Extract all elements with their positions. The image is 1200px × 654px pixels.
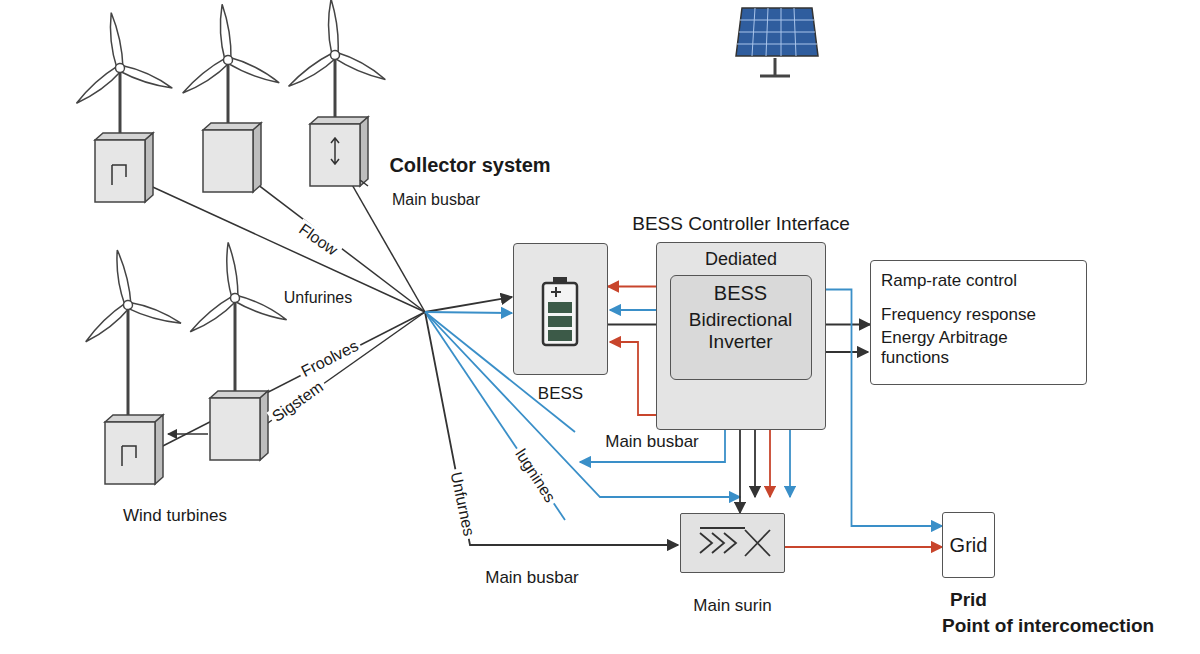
transformer-symbol bbox=[745, 530, 770, 556]
wind-turbine bbox=[334, 55, 337, 124]
node-title: Main surin bbox=[693, 596, 771, 616]
solar-panel bbox=[752, 8, 755, 56]
solar-panel bbox=[737, 8, 817, 56]
battery-icon bbox=[548, 302, 572, 313]
wind-turbine bbox=[69, 241, 184, 346]
transformer-box: Main surin bbox=[680, 513, 785, 573]
solar-panel bbox=[736, 8, 818, 56]
wind-turbine bbox=[105, 415, 163, 484]
solar-panel bbox=[760, 75, 790, 78]
node-text: Dediated bbox=[661, 249, 821, 271]
inverter-box: BESS Bidirectional Inverter bbox=[670, 275, 812, 380]
battery-icon bbox=[543, 277, 577, 345]
node-text: Prid bbox=[950, 589, 987, 612]
functions-box: Ramp-rate controlFrequency responseEnerg… bbox=[870, 260, 1087, 385]
solar-panel bbox=[739, 32, 815, 33]
bess-box: BESS bbox=[513, 243, 608, 375]
wind-turbine bbox=[227, 60, 230, 130]
battery-icon bbox=[543, 283, 577, 345]
battery-icon bbox=[548, 316, 572, 327]
wind-turbine bbox=[210, 391, 268, 460]
collector-lines bbox=[120, 155, 425, 450]
nacelle-symbol bbox=[112, 138, 368, 466]
part-label: Main busbar bbox=[389, 191, 483, 209]
node-title: BESS Controller Interface bbox=[632, 213, 850, 236]
solar-panel bbox=[740, 20, 814, 21]
part-label: Main busbar bbox=[602, 432, 702, 452]
wind-turbine bbox=[173, 0, 282, 97]
transformer-symbol bbox=[700, 528, 770, 556]
transformer-symbol bbox=[700, 527, 745, 529]
solar-panel bbox=[737, 44, 817, 45]
wind-turbine bbox=[203, 123, 261, 192]
part-label: Main busbar bbox=[482, 568, 582, 588]
line-label: Sigstem bbox=[267, 376, 330, 428]
line-label: Froolves bbox=[296, 336, 364, 383]
node-title: Ramp-rate control bbox=[881, 271, 1076, 291]
collector-lines bbox=[155, 312, 425, 450]
part-label: Collector system bbox=[386, 154, 553, 177]
battery-icon bbox=[551, 287, 561, 297]
wind-turbine bbox=[310, 117, 368, 186]
grid-box: GridPridPoint of intercomection bbox=[942, 512, 995, 578]
line-label: lugnines bbox=[509, 443, 560, 508]
wind-turbine bbox=[234, 298, 237, 398]
nacelle-symbol bbox=[331, 138, 368, 186]
battery-icon bbox=[553, 277, 567, 284]
node-text: Energy Arbitrage functions bbox=[881, 328, 1076, 369]
node-title: Grid bbox=[945, 533, 992, 557]
wind-turbine bbox=[119, 68, 122, 140]
node-text: Frequency response bbox=[881, 305, 1076, 325]
feeder-lines bbox=[425, 312, 512, 313]
feeder-lines bbox=[425, 297, 512, 312]
node-title: BESS bbox=[538, 384, 583, 404]
solar-panel bbox=[794, 8, 796, 56]
wind-turbine bbox=[95, 133, 153, 202]
controller-box: BESSBidirectional InverterBESS Controlle… bbox=[656, 242, 826, 430]
wind-turbine bbox=[127, 305, 130, 422]
collector-lines bbox=[258, 312, 425, 430]
solar-panel bbox=[774, 58, 777, 76]
solar-panel bbox=[781, 8, 782, 56]
solar-panel bbox=[766, 8, 768, 56]
node-text: Point of intercomection bbox=[942, 615, 1154, 638]
part-label: Wind turbines bbox=[120, 506, 230, 526]
node-text: Bidirectional Inverter bbox=[675, 309, 807, 355]
nacelle-symbol bbox=[122, 446, 136, 466]
node-title: BESS bbox=[675, 281, 807, 305]
wind-turbine bbox=[282, 0, 388, 90]
wind-turbine bbox=[62, 0, 387, 484]
wind-turbine bbox=[179, 237, 289, 336]
transformer-symbol bbox=[700, 533, 736, 553]
power-connector bbox=[785, 546, 942, 548]
battery-icon bbox=[548, 330, 572, 341]
part-label: Unfurines bbox=[281, 289, 355, 307]
wind-turbine bbox=[62, 5, 175, 107]
solar-panel bbox=[736, 8, 818, 76]
collector-lines bbox=[120, 172, 425, 312]
line-label: Floow bbox=[293, 219, 343, 262]
small-arrow bbox=[168, 433, 208, 435]
line-label: Unfurnes bbox=[446, 467, 479, 540]
nacelle-symbol bbox=[112, 165, 126, 185]
